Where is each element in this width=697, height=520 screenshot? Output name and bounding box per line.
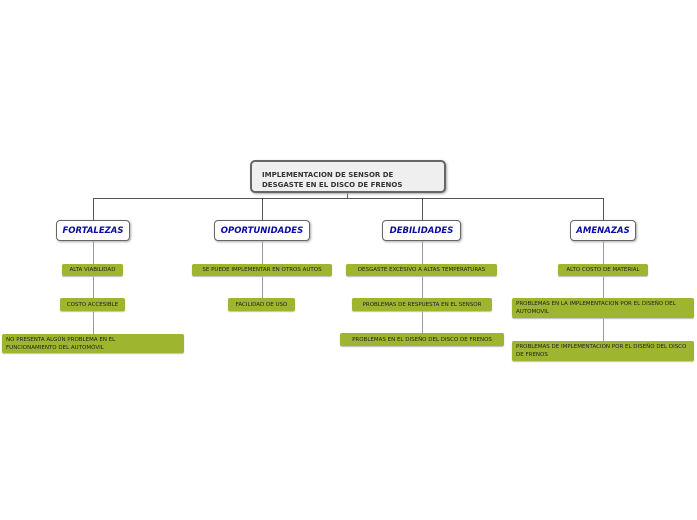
- subtopic[interactable]: PROBLEMAS EN EL DISEÑO DEL DISCO DE FREN…: [340, 333, 504, 346]
- root-line-1: IMPLEMENTACION DE SENSOR DE: [262, 171, 394, 179]
- root-topic[interactable]: IMPLEMENTACION DE SENSOR DE DESGASTE EN …: [250, 160, 446, 193]
- connector: [603, 198, 604, 220]
- subtopic[interactable]: FACILIDAD DE USO: [228, 298, 295, 311]
- topic-amenazas[interactable]: AMENAZAS: [570, 220, 636, 241]
- connector: [262, 198, 263, 220]
- connector: [422, 241, 423, 333]
- connector: [422, 198, 423, 220]
- subtopic[interactable]: ALTO COSTO DE MATERIAL: [558, 264, 648, 276]
- subtopic[interactable]: DESGASTE EXCESIVO A ALTAS TEMPERATURAS: [346, 264, 497, 276]
- subtopic[interactable]: COSTO ACCESIBLE: [60, 298, 125, 311]
- connector: [93, 198, 94, 220]
- topic-oportunidades[interactable]: OPORTUNIDADES: [214, 220, 310, 241]
- subtopic[interactable]: PROBLEMAS EN LA IMPLEMENTACION POR EL DI…: [512, 298, 694, 318]
- connector: [93, 241, 94, 334]
- subtopic[interactable]: NO PRESENTA ALGÚN PROBLEMA EN EL FUNCION…: [2, 334, 184, 353]
- branch-bar: [93, 198, 604, 199]
- root-line-2: DESGASTE EN EL DISCO DE FRENOS: [262, 181, 403, 189]
- subtopic[interactable]: SE PUEDE IMPLEMENTAR EN OTROS AUTOS: [192, 264, 332, 276]
- connector: [603, 241, 604, 341]
- subtopic[interactable]: ALTA VIABILIDAD: [62, 264, 123, 276]
- subtopic[interactable]: PROBLEMAS DE RESPUESTA EN EL SENSOR: [352, 298, 492, 311]
- subtopic[interactable]: PROBLEMAS DE IMPLEMENTACION POR EL DISEÑ…: [512, 341, 694, 361]
- topic-fortalezas[interactable]: FORTALEZAS: [56, 220, 130, 241]
- topic-debilidades[interactable]: DEBILIDADES: [382, 220, 461, 241]
- root-stem: [347, 193, 348, 198]
